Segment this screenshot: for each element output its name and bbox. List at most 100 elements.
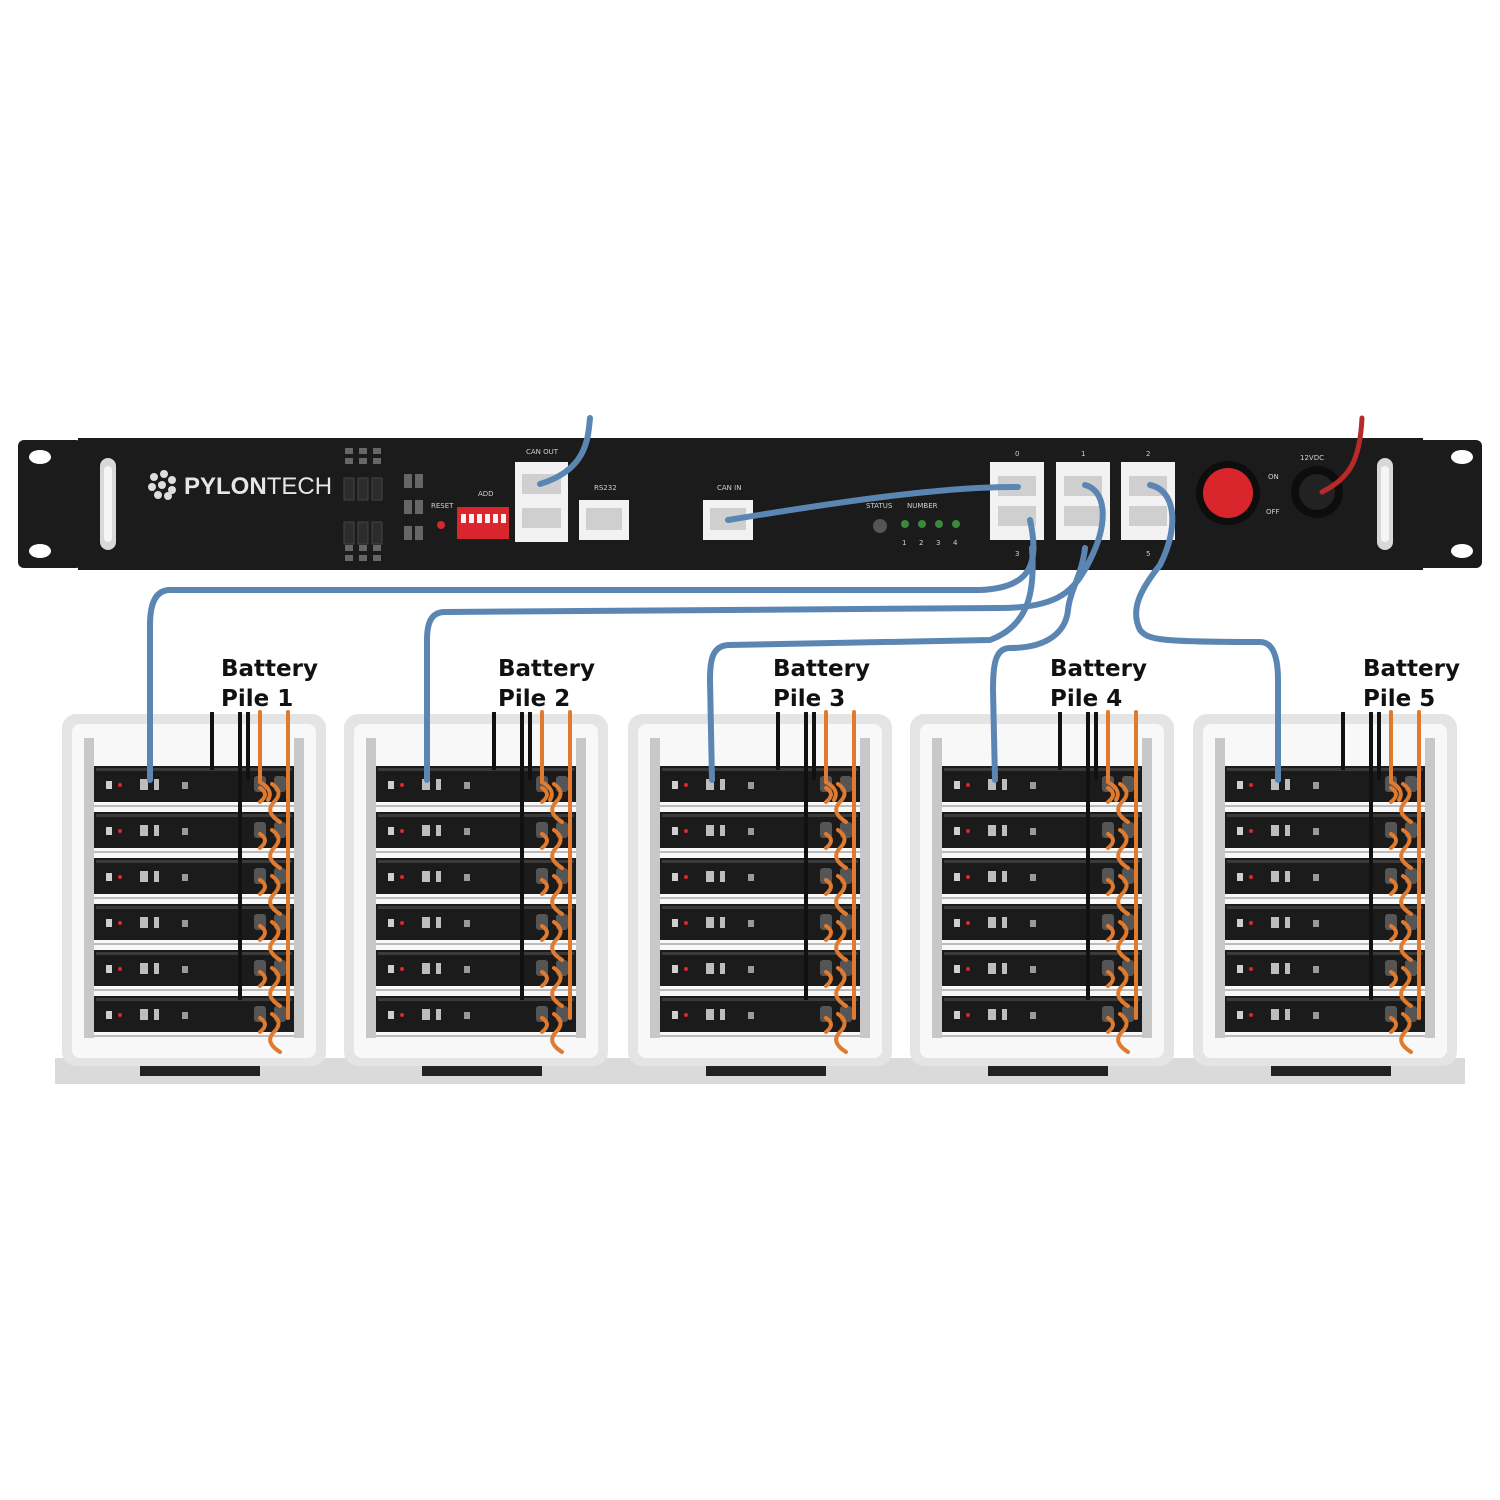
battery-module	[660, 812, 860, 853]
dip-key[interactable]	[461, 514, 466, 523]
module-port-icon	[182, 874, 188, 881]
led-number: 1	[902, 539, 906, 547]
module-led	[1249, 1013, 1253, 1017]
power-jumper-cable	[1389, 878, 1398, 896]
dip-key[interactable]	[469, 514, 474, 523]
power-jumper-cable	[834, 966, 848, 1008]
module-led	[400, 875, 404, 879]
power-jumper-cable	[834, 1012, 848, 1054]
power-jumper-cable	[1399, 966, 1413, 1008]
link-port-5[interactable]	[1129, 506, 1167, 526]
pylontech-controller: PYLONTECH RESET ADD CAN OUT RS232 CAN IN…	[18, 438, 1482, 570]
reset-button[interactable]	[437, 521, 445, 529]
power-jumper-cable	[1389, 970, 1398, 988]
link-port-4[interactable]	[1064, 506, 1102, 526]
module-port-icon	[720, 779, 725, 790]
module-port-icon	[706, 871, 714, 882]
rack-foot	[988, 1066, 1108, 1076]
dip-key[interactable]	[493, 514, 498, 523]
power-cable	[824, 710, 838, 802]
module-port-icon	[706, 1009, 714, 1020]
can-out-port-2[interactable]	[522, 508, 561, 528]
link-port-3[interactable]	[998, 506, 1036, 526]
module-port-icon	[154, 779, 159, 790]
dip-key[interactable]	[501, 514, 506, 523]
terminal-slot	[371, 521, 383, 545]
pylontech-logo-icon	[148, 470, 176, 500]
power-jumper-cable	[1116, 1012, 1130, 1054]
module-led	[966, 1013, 970, 1017]
module-port-icon	[1285, 871, 1290, 882]
module-port-icon	[1285, 825, 1290, 836]
number-led	[918, 520, 926, 528]
can-in-label: CAN IN	[717, 484, 741, 492]
dip-key[interactable]	[485, 514, 490, 523]
module-switch-icon	[106, 781, 112, 789]
number-led	[901, 520, 909, 528]
battery-module	[1225, 858, 1425, 899]
module-port-icon	[720, 825, 725, 836]
battery-module-trim	[378, 952, 574, 955]
module-port-icon	[154, 917, 159, 928]
terminal-screw	[359, 448, 367, 454]
module-switch-icon	[954, 873, 960, 881]
module-port-icon	[182, 966, 188, 973]
battery-module-trim	[944, 906, 1140, 909]
module-led	[1249, 921, 1253, 925]
mount-hole	[29, 450, 51, 464]
module-port-icon	[422, 779, 430, 790]
module-port-icon	[182, 782, 188, 789]
module-port-icon	[1313, 782, 1319, 789]
power-button[interactable]	[1203, 468, 1253, 518]
power-jumper-cable	[540, 878, 549, 896]
handle-right-inner	[1381, 466, 1389, 542]
port-number-bottom: 3	[1015, 550, 1019, 558]
power-jumper-cable	[1389, 1016, 1398, 1034]
battery-module-trim	[1227, 814, 1423, 817]
module-port-icon	[1002, 917, 1007, 928]
rs232-port[interactable]	[586, 508, 622, 530]
module-port-icon	[988, 1009, 996, 1020]
power-cable	[258, 710, 272, 802]
power-jumper-cable	[1116, 828, 1130, 870]
battery-module	[94, 996, 294, 1037]
off-label: OFF	[1266, 508, 1280, 516]
power-lead-cable	[1319, 415, 1365, 495]
battery-module	[94, 858, 294, 899]
module-port-icon	[988, 963, 996, 974]
terminal-screw	[345, 555, 353, 561]
port-number-top: 2	[1146, 450, 1150, 458]
module-port-icon	[720, 871, 725, 882]
battery-module-trim	[1227, 906, 1423, 909]
power-jumper-cable	[540, 1016, 549, 1034]
power-jumper-cable	[258, 1016, 267, 1034]
module-switch-icon	[672, 919, 678, 927]
module-port-icon	[422, 917, 430, 928]
power-jumper-cable	[540, 786, 549, 804]
number-led	[935, 520, 943, 528]
module-led	[1249, 875, 1253, 879]
status-label: STATUS	[866, 502, 893, 510]
module-led	[400, 1013, 404, 1017]
module-port-icon	[748, 782, 754, 789]
rack-post	[860, 738, 870, 1038]
module-port-icon	[1313, 874, 1319, 881]
battery-module-trim	[1227, 860, 1423, 863]
module-led	[400, 829, 404, 833]
power-jumper-cable	[550, 966, 564, 1008]
module-led	[966, 829, 970, 833]
pile-label-line2: Pile 1	[221, 686, 293, 712]
battery-module-trim	[378, 860, 574, 863]
module-port-icon	[464, 828, 470, 835]
reset-label: RESET	[431, 502, 454, 510]
power-jumper-cable	[258, 786, 267, 804]
module-port-icon	[706, 779, 714, 790]
battery-module-trim	[378, 814, 574, 817]
rack-foot	[422, 1066, 542, 1076]
dip-key[interactable]	[477, 514, 482, 523]
terminal-slot	[357, 477, 369, 501]
power-jumper-cable	[824, 1016, 833, 1034]
module-port-icon	[464, 874, 470, 881]
battery-module-trim	[96, 998, 292, 1001]
power-jumper-cable	[1106, 832, 1115, 850]
